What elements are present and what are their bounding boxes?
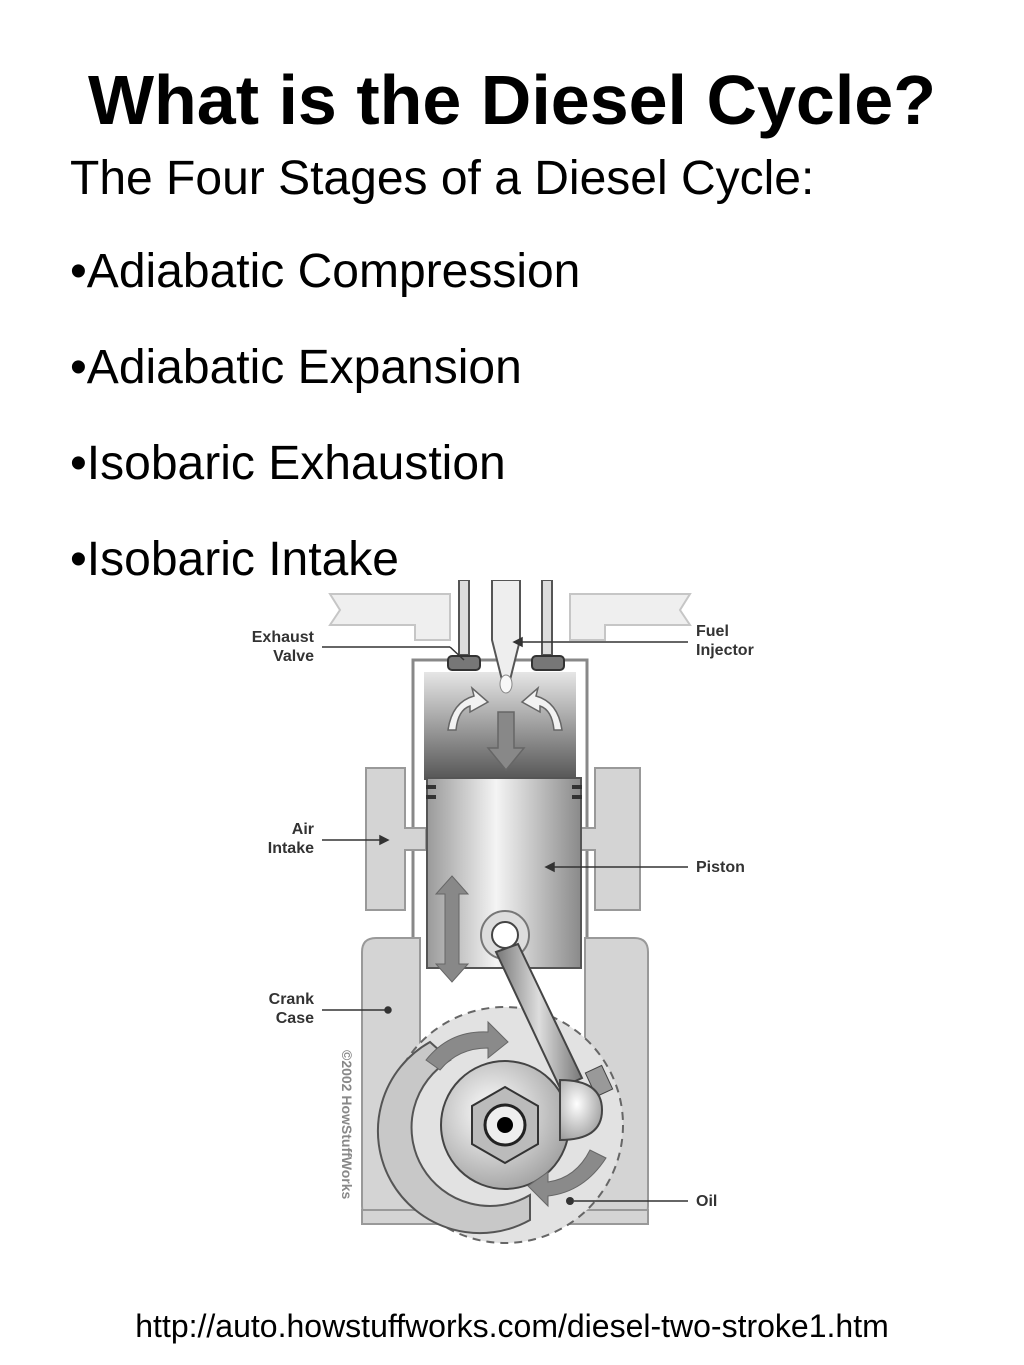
label-air-intake: Air (292, 821, 314, 838)
oil-marker (566, 1197, 574, 1205)
diesel-engine-diagram: Exhaust Valve Fuel Injector Air Intake P… (230, 580, 790, 1260)
stage-item: •Adiabatic Expansion (70, 341, 522, 394)
label-fuel-injector: Injector (696, 642, 754, 659)
copyright-text: ©2002 HowStuffWorks (339, 1050, 355, 1200)
stage-item: •Isobaric Exhaustion (70, 437, 506, 490)
exhaust-valve (447, 580, 481, 671)
label-exhaust-valve: Exhaust (252, 629, 315, 646)
label-fuel-injector: Fuel (696, 623, 729, 640)
fuel-injector (491, 580, 521, 694)
intake-ports (328, 593, 692, 641)
rotation-arrows (425, 1020, 607, 1208)
crankshaft (376, 1040, 604, 1235)
label-crank-case: Crank (269, 991, 314, 1008)
label-crank-case: Case (276, 1010, 314, 1027)
label-oil: Oil (696, 1193, 717, 1210)
stage-list: •Adiabatic Compression •Adiabatic Expans… (70, 243, 580, 627)
leader-lines (322, 636, 688, 1202)
source-url: http://auto.howstuffworks.com/diesel-two… (135, 1308, 889, 1344)
label-exhaust-valve: Valve (273, 648, 314, 665)
intake-valve (531, 580, 565, 671)
stage-item: •Adiabatic Compression (70, 245, 581, 298)
stage-item: •Isobaric Intake (70, 533, 399, 586)
piston-motion-arrow (434, 875, 470, 983)
connecting-rod (494, 942, 614, 1098)
label-air-intake: Intake (268, 840, 314, 857)
page-title: What is the Diesel Cycle? (87, 61, 937, 139)
label-piston: Piston (696, 859, 745, 876)
subtitle: The Four Stages of a Diesel Cycle: (70, 152, 815, 205)
airflow-arrows (447, 685, 563, 772)
